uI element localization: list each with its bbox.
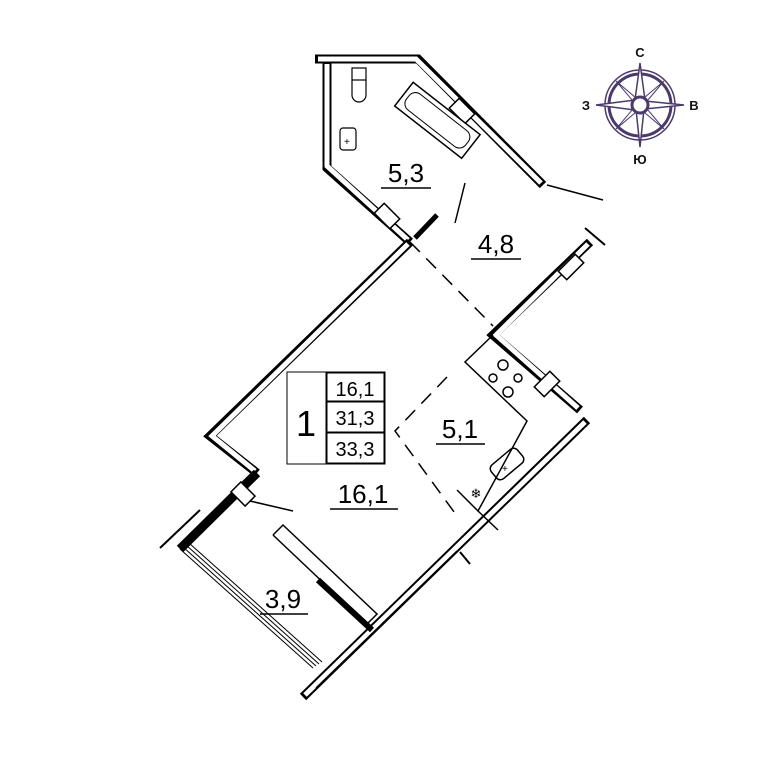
apartment-info-box: 1 16,1 31,3 33,3 bbox=[286, 371, 386, 465]
balcony-door-swing bbox=[249, 500, 294, 512]
svg-text:+: + bbox=[344, 137, 350, 148]
compass-rose-icon bbox=[595, 62, 685, 148]
compass-east-label: В bbox=[689, 98, 698, 113]
hallway-area: 4,8 bbox=[478, 229, 514, 259]
washbasin-icon: + bbox=[339, 127, 357, 151]
compass-west-label: З bbox=[582, 98, 590, 113]
kitchen-sink-icon: + bbox=[489, 447, 525, 481]
compass-south-label: Ю bbox=[633, 152, 646, 167]
hallway-zone-line bbox=[409, 241, 494, 327]
bathtub-icon bbox=[393, 81, 482, 160]
stove-icon bbox=[488, 359, 523, 398]
rooms-count: 1 bbox=[296, 403, 316, 444]
svg-text:+: + bbox=[502, 464, 508, 475]
compass-north-label: С bbox=[635, 45, 645, 60]
toilet-icon bbox=[351, 67, 367, 103]
kitchen-zone-line bbox=[394, 376, 458, 517]
main-walls bbox=[159, 227, 606, 701]
balcony-area: 3,9 bbox=[265, 584, 301, 614]
balcony-partition bbox=[272, 523, 379, 633]
bathroom-door-swing bbox=[454, 182, 466, 224]
total-with-balcony-value: 33,3 bbox=[336, 439, 375, 461]
living-area-value: 16,1 bbox=[336, 379, 375, 401]
kitchen-area: 5,1 bbox=[442, 414, 478, 444]
total-area-value: 31,3 bbox=[336, 408, 375, 430]
balcony-glazing bbox=[179, 542, 323, 669]
entrance-door-swing bbox=[546, 184, 604, 201]
bathroom-area: 5,3 bbox=[388, 158, 424, 188]
fridge-snowflake-icon: ❄ bbox=[471, 486, 482, 501]
living-room-area: 16,1 bbox=[338, 479, 389, 509]
kitchen-counter bbox=[456, 334, 528, 531]
